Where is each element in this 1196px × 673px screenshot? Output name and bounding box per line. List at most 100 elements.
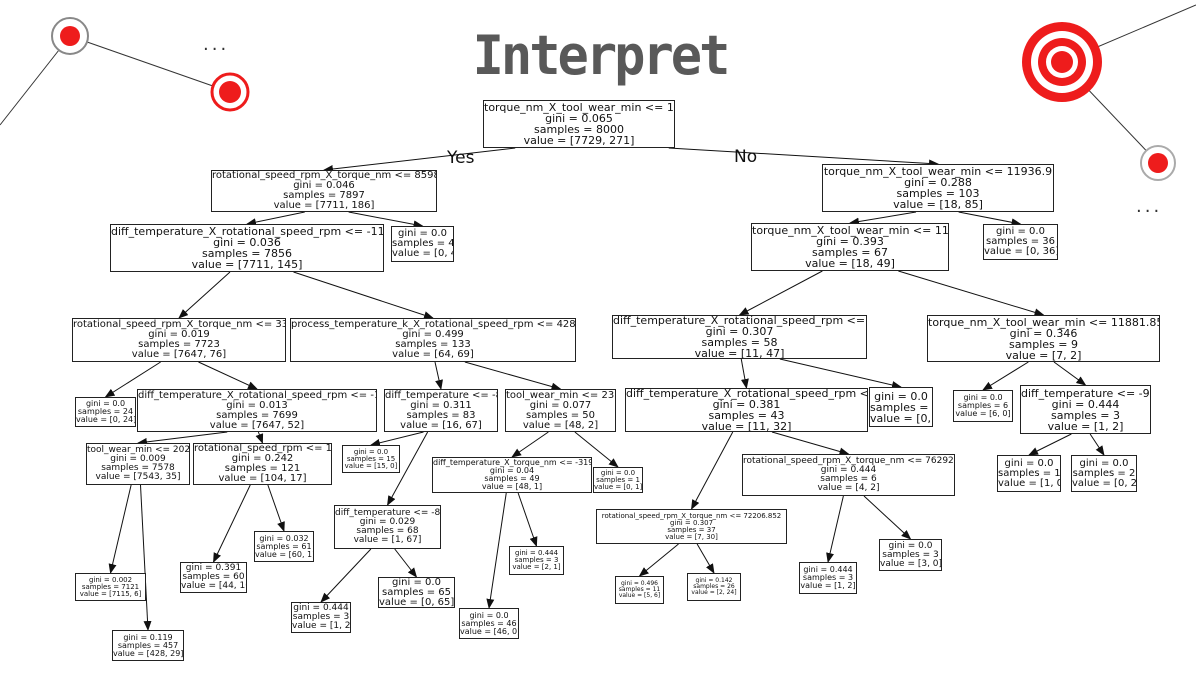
node-line: gini = 0.009 <box>110 454 166 464</box>
tree-edge-arrow <box>323 147 516 173</box>
node-line: diff_temperature <= -8.65 <box>385 389 497 401</box>
node-line: value = [2, 24] <box>691 589 737 596</box>
node-line: gini = 0.242 <box>231 453 294 464</box>
node-line: value = [7, 30] <box>665 532 718 541</box>
node-line: samples = 15 <box>870 400 932 414</box>
tree-edge-arrow <box>387 431 429 506</box>
tree-edge-arrow <box>246 211 305 227</box>
node-line: value = [48, 2] <box>522 419 599 431</box>
tree-edge-arrow <box>293 271 434 319</box>
tree-edge-arrow <box>849 211 917 226</box>
node-line: gini = 0.0 <box>392 577 441 588</box>
node-line: gini = 0.307 <box>669 518 714 527</box>
node-line: rotational_speed_rpm_X_torque_nm <= 3341… <box>73 319 285 330</box>
tree-edge-arrow <box>668 147 939 168</box>
node-line: value = [2, 1] <box>512 563 561 571</box>
tree-edge-arrow <box>638 543 679 577</box>
node-line: samples = 41 <box>392 238 453 249</box>
node-line: rotational_speed_rpm_X_torque_nm <= 7220… <box>601 511 782 520</box>
node-line: gini = 0.002 <box>88 575 133 584</box>
node-line: gini = 0.496 <box>621 580 658 587</box>
tree-edge-arrow <box>370 431 424 447</box>
node-line: value = [11, 47] <box>694 347 785 359</box>
node-line: diff_temperature_X_rotational_speed_rpm … <box>111 225 384 238</box>
node-line: samples = 68 <box>356 526 419 536</box>
node-line: gini = 0.0 <box>85 399 126 408</box>
node-line: gini = 0.444 <box>1051 397 1120 411</box>
node-line: value = [0, 24] <box>76 415 136 424</box>
node-line: samples = 3 <box>1051 408 1120 422</box>
tree-edge-arrow <box>826 495 844 563</box>
node-line: value = [7711, 186] <box>273 200 375 211</box>
node-line: gini = 0.0 <box>600 468 636 477</box>
node-line: diff_temperature <= -8.55 <box>335 508 441 518</box>
node-line: gini = 0.029 <box>359 517 416 527</box>
split-node: torque_nm_X_tool_wear_min <= 10998.5gini… <box>483 100 675 148</box>
node-line: samples = 49 <box>484 474 540 483</box>
node-line: samples = 2 <box>1072 467 1136 479</box>
node-line: torque_nm_X_tool_wear_min <= 11881.85 <box>928 315 1160 329</box>
node-line: gini = 0.0 <box>1004 457 1054 469</box>
node-line: value = [16, 67] <box>400 419 482 431</box>
node-line: rotational_speed_rpm_X_torque_nm <= 7629… <box>743 456 955 466</box>
node-line: value = [15, 0] <box>344 461 398 470</box>
node-line: gini = 0.393 <box>816 235 884 248</box>
node-line: value = [7115, 6] <box>79 589 142 598</box>
node-line: gini = 0.019 <box>148 329 210 340</box>
node-line: gini = 0.0 <box>963 393 1003 402</box>
node-line: value = [7711, 145] <box>191 258 303 271</box>
node-line: diff_temperature <= -9.9 <box>1021 386 1151 400</box>
node-line: gini = 0.0 <box>353 447 389 456</box>
node-line: value = [6, 0] <box>955 409 1011 418</box>
node-line: gini = 0.013 <box>226 399 288 411</box>
node-line: gini = 0.311 <box>410 399 472 411</box>
node-line: process_temperature_k_X_rotational_speed… <box>291 319 576 330</box>
split-node: process_temperature_k_X_rotational_speed… <box>290 318 576 362</box>
node-line: value = [18, 85] <box>893 198 983 211</box>
page-title: Interpret <box>472 24 731 88</box>
node-line: gini = 0.065 <box>545 112 613 125</box>
tree-edge-arrow <box>691 431 734 510</box>
node-line: value = [1, 0] <box>998 477 1061 489</box>
node-line: gini = 0.0 <box>398 228 447 239</box>
tree-edge-arrow <box>982 361 1029 391</box>
node-line: value = [3, 0] <box>880 558 942 569</box>
node-line: samples = 103 <box>896 187 980 200</box>
split-node: diff_temperature <= -8.65gini = 0.311sam… <box>384 389 498 432</box>
node-line: value = [60, 1] <box>255 549 314 559</box>
tree-edge-arrow <box>863 495 912 540</box>
node-line: value = [1, 2] <box>800 581 856 590</box>
node-line: samples = 3 <box>514 556 559 564</box>
node-line: samples = 8000 <box>534 123 624 136</box>
node-line: diff_temperature_X_torque_nm <= -319.67 <box>433 458 592 467</box>
node-line: samples = 7699 <box>216 409 298 421</box>
node-line: samples = 133 <box>395 339 471 350</box>
node-line: samples = 457 <box>117 640 179 650</box>
node-line: samples = 11 <box>618 586 661 593</box>
node-line: gini = 0.0 <box>469 610 509 620</box>
node-line: value = [0, 1] <box>594 482 643 491</box>
node-line: samples = 37 <box>667 525 716 534</box>
node-line: samples = 60 <box>182 572 245 582</box>
big-target-dot-icon <box>1051 51 1073 73</box>
node-line: gini = 0.0 <box>874 389 928 403</box>
tree-edge-arrow <box>104 361 161 398</box>
tree-edge-arrow <box>738 270 823 316</box>
